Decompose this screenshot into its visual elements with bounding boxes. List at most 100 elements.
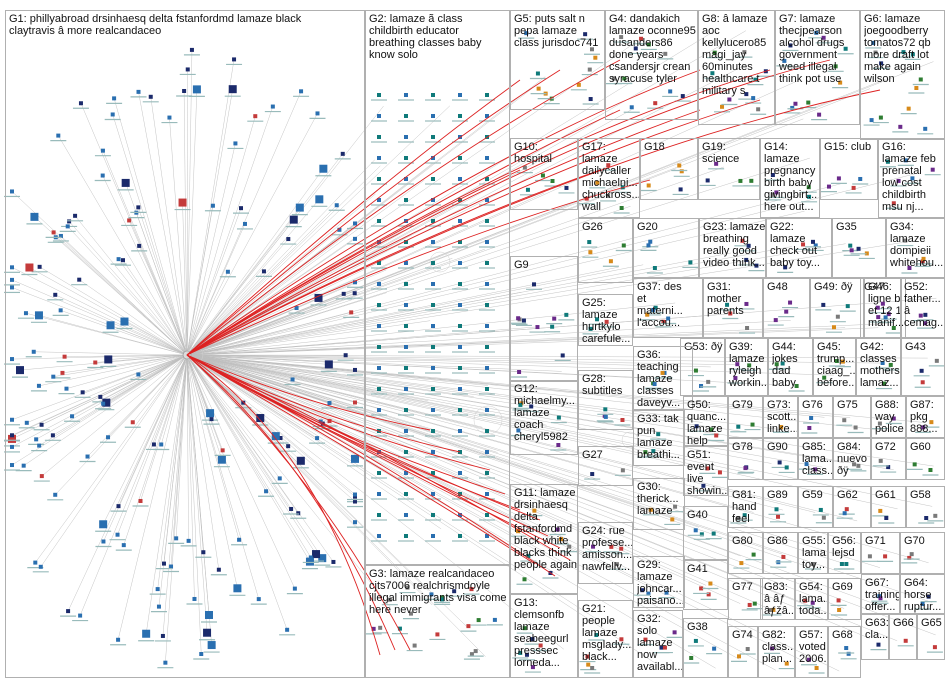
edge — [186, 354, 851, 419]
group-box-g90: G90 — [763, 438, 798, 480]
g1-node — [199, 652, 204, 657]
g1-node — [220, 448, 225, 453]
edge — [11, 354, 188, 360]
g2-node — [431, 345, 435, 349]
highlight-edge — [186, 109, 701, 356]
g1-node — [21, 463, 26, 468]
group-label-g53: G53: ðÿ — [684, 341, 723, 353]
group-node-g38 — [693, 638, 698, 643]
g2-node — [431, 366, 435, 370]
edge — [186, 157, 810, 356]
group-node-g9 — [517, 370, 522, 374]
highlight-edge — [186, 354, 491, 471]
group-node-g22 — [813, 243, 818, 248]
group-node-g61 — [884, 516, 889, 520]
g1-node — [15, 366, 24, 375]
group-node-g13 — [530, 637, 535, 642]
g1-node — [58, 308, 63, 313]
g2-node — [377, 135, 381, 139]
g2-node — [431, 492, 435, 496]
edge — [186, 354, 356, 523]
g1-node — [101, 539, 106, 544]
group-node-g22 — [783, 265, 788, 270]
g2-node — [404, 408, 408, 412]
g1-node — [192, 85, 201, 94]
edge — [186, 354, 208, 633]
group-label-g29: G29: lamaze johncar... paisano... — [637, 559, 684, 607]
group-node-g11 — [532, 508, 537, 513]
group-label-g32: G32: solo lamaze now availabl... — [637, 613, 682, 673]
g2-node — [377, 534, 381, 538]
g1-node — [30, 212, 39, 221]
g2-node — [377, 471, 381, 475]
group-node-g8 — [756, 107, 761, 112]
group-box-g83: G83: â âƒ âƒžâ... — [760, 578, 795, 620]
group-node-g37 — [653, 305, 658, 310]
group-label-g77: G77 — [732, 581, 753, 593]
highlight-edge — [186, 354, 411, 651]
group-node-g87 — [929, 420, 934, 425]
group-label-g78: G78 — [732, 441, 753, 453]
edge — [186, 354, 195, 599]
g2-node — [431, 156, 435, 160]
group-node-g11 — [526, 554, 531, 559]
group-node-g13 — [530, 665, 535, 670]
group-node-g48 — [784, 309, 789, 314]
g1-node — [256, 414, 265, 423]
g1-node — [10, 463, 14, 468]
group-box-g54: G54: lama... toda... — [795, 578, 828, 620]
edge — [162, 354, 188, 636]
g1-node — [353, 492, 357, 497]
edge — [186, 354, 749, 474]
g1-node — [151, 442, 156, 447]
group-node-g26 — [588, 250, 593, 255]
g2-node — [458, 156, 462, 160]
group-node-g77 — [752, 601, 757, 606]
g2-node — [404, 261, 408, 265]
g1-node — [77, 277, 82, 282]
edge — [11, 354, 188, 420]
edge — [39, 266, 188, 356]
group-node-g14 — [807, 194, 812, 199]
edge — [186, 354, 238, 589]
group-node-g39 — [747, 363, 752, 368]
group-node-g47 — [876, 315, 881, 320]
group-node-g80 — [739, 561, 744, 566]
group-label-g59: G59 — [802, 489, 823, 501]
g1-node — [189, 47, 194, 52]
g2-node — [458, 114, 462, 118]
edge — [11, 279, 188, 356]
g1-node — [156, 604, 161, 609]
group-node-g85 — [804, 462, 809, 467]
highlight-edge — [186, 354, 461, 453]
group-label-g89: G89 — [767, 489, 788, 501]
group-box-g29: G29: lamaze johncar... paisano... — [633, 556, 685, 608]
group-node-g63 — [876, 642, 881, 647]
group-box-g27: G27 — [578, 446, 633, 486]
group-node-g3 — [476, 618, 481, 623]
edge — [186, 354, 647, 379]
group-box-g61: G61 — [871, 486, 906, 528]
group-label-g6: G6: lamaze joegoodberry tomatos72 qb mor… — [864, 13, 931, 85]
group-node-g69 — [836, 598, 841, 603]
group-node-g51 — [701, 483, 706, 488]
g2-node — [404, 177, 408, 181]
g2-node — [431, 471, 435, 475]
g2-node — [404, 450, 408, 454]
g1-node — [99, 520, 108, 529]
g1-node — [33, 560, 38, 565]
group-node-g36 — [652, 382, 657, 387]
group-label-g50: G50: quanc... lamaze help — [687, 399, 727, 447]
group-node-g42 — [882, 381, 887, 386]
edge — [186, 354, 442, 530]
group-node-g49 — [835, 314, 840, 319]
edge — [186, 199, 320, 356]
g1-node — [85, 454, 90, 459]
g2-node — [404, 240, 408, 244]
group-label-g5: G5: puts salt n pepa lamaze class jurisd… — [514, 13, 599, 49]
g1-node — [337, 227, 342, 232]
edge — [157, 354, 188, 590]
group-node-g17 — [619, 206, 624, 210]
group-box-g88: G88: way police — [871, 396, 906, 438]
g1-node — [285, 627, 290, 632]
